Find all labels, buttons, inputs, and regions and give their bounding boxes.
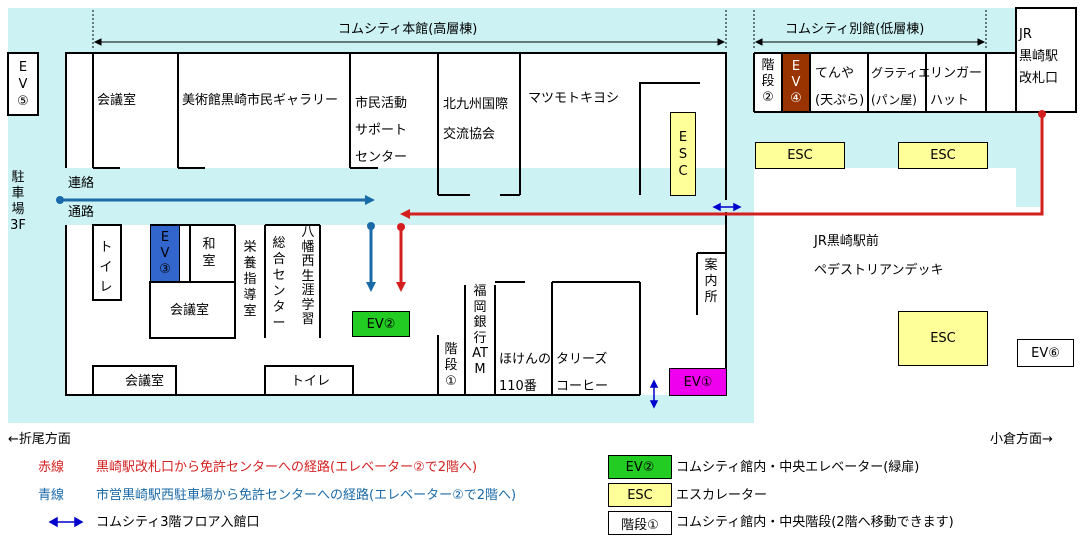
- room-yahata: 八幡西生涯学習: [301, 225, 315, 327]
- room-gratie-line-1: グラティエ: [871, 66, 931, 80]
- room-shimin-line-1: 市民活動: [355, 96, 408, 111]
- legend-stairs-key: 階段①: [608, 511, 672, 535]
- deck-label-2: ペデストリアンデッキ: [814, 263, 944, 278]
- red-route-arrow-2: [396, 282, 406, 292]
- escalator-vertical: ESC: [670, 112, 696, 196]
- escalator-deck: ESC: [898, 311, 988, 366]
- elevator-6: EV⑥: [1017, 339, 1074, 367]
- escalator-annex-1: ESC: [755, 142, 845, 169]
- legend-stairs-text: コムシティ館内・中央階段(2階へ移動できます): [676, 515, 954, 530]
- red-route-line: [410, 114, 1044, 216]
- legend-red-key: 赤線: [38, 460, 65, 475]
- room-toilet-bottom: トイレ: [291, 374, 331, 389]
- entrance-marker: [48, 202, 742, 528]
- jr-gate-label: JR 黒崎駅 改札口: [1019, 24, 1058, 90]
- red-route: [396, 110, 1046, 292]
- blue-route-arrow: [365, 195, 375, 205]
- deck-label-1: JR黒崎駅前: [814, 234, 879, 249]
- jr-gate-line-1: JR: [1019, 27, 1032, 42]
- room-gratie: グラティエ (パン屋): [871, 60, 930, 114]
- legend-ev2-text: コムシティ館内・中央エレベーター(緑扉): [676, 460, 920, 475]
- room-kaigishitsu-mid: 会議室: [170, 303, 210, 318]
- legend-esc-key: ESC: [608, 483, 672, 507]
- building-wall: [7, 7, 1077, 396]
- room-tullys-line-2: コーヒー: [556, 379, 609, 394]
- room-stairs-2: 階段②: [761, 58, 775, 105]
- jr-gate-line-3: 改札口: [1019, 71, 1059, 86]
- room-tenya: てんや (天ぷら): [815, 60, 864, 114]
- building-boundary: [92, 10, 987, 50]
- legend-entrance-text: コムシティ3階フロア入館口: [96, 515, 260, 530]
- room-eiyou: 栄養指導室: [243, 240, 257, 319]
- elevator-2: EV②: [352, 311, 410, 337]
- legend-blue-text: 市営黒崎駅西駐車場から免許センターへの経路(エレベーター②で2階へ): [96, 488, 517, 503]
- main-building-label: コムシティ本館(高層棟): [338, 22, 478, 37]
- room-tullys: タリーズ コーヒー: [556, 346, 608, 400]
- elevator-3-label: EV③: [159, 229, 171, 277]
- room-tenya-line-1: てんや: [815, 66, 855, 81]
- room-kokusai-line-2: 交流協会: [443, 127, 496, 142]
- room-shimin-line-3: センター: [355, 150, 408, 165]
- jr-gate-line-2: 黒崎駅: [1019, 49, 1059, 64]
- legend-red-text: 黒崎駅改札口から免許センターへの経路(エレベーター②で2階へ): [96, 460, 478, 475]
- elevator-4: EV④: [782, 53, 810, 112]
- elevator-1: EV①: [669, 368, 727, 396]
- annex-building-label: コムシティ別館(低層棟): [785, 22, 925, 37]
- elevator-3: EV③: [150, 225, 180, 282]
- room-matsumoto: マツモトキヨシ: [528, 91, 620, 106]
- room-sougou: 総合センター: [272, 236, 286, 331]
- room-gratie-line-2: (パン屋): [871, 93, 917, 107]
- room-hoken: ほけんの 110番: [499, 346, 551, 400]
- room-kokusai: 北九州国際 交流協会: [443, 90, 508, 150]
- room-atm: 福岡銀行ATM: [472, 284, 488, 377]
- room-annai: 案内所: [704, 258, 718, 305]
- room-kaigishitsu-bottom: 会議室: [125, 374, 165, 389]
- escalator-vertical-label: ESC: [678, 129, 688, 179]
- parking-label: 駐車場3F: [10, 170, 26, 233]
- room-gallery: 美術館黒崎市民ギャラリー: [182, 93, 339, 108]
- room-wa: 和室: [202, 237, 216, 269]
- legend-blue-key: 青線: [38, 488, 65, 503]
- renraku-label-1: 連絡: [68, 176, 95, 191]
- room-toilet-left: トイレ: [99, 240, 113, 295]
- direction-left: ←折尾方面: [8, 432, 71, 447]
- elevator-4-label: EV④: [790, 58, 802, 106]
- room-ringer: リンガー ハット: [930, 60, 982, 114]
- room-shimin: 市民活動 サポート センター: [355, 90, 407, 171]
- elevator-5: EV⑤: [17, 60, 29, 109]
- room-ringer-line-2: ハット: [930, 93, 970, 108]
- room-hoken-line-1: ほけんの: [499, 352, 552, 367]
- width-arrow: [93, 38, 986, 46]
- room-ringer-line-1: リンガー: [930, 66, 983, 81]
- direction-right: 小倉方面→: [990, 432, 1053, 447]
- escalator-annex-2: ESC: [898, 142, 988, 169]
- room-tullys-line-1: タリーズ: [556, 352, 608, 367]
- red-route-arrow: [400, 209, 410, 219]
- blue-route-arrow-2: [366, 282, 376, 292]
- renraku-label-2: 通路: [68, 205, 95, 220]
- legend-ev2-key: EV②: [608, 455, 672, 479]
- room-shimin-line-2: サポート: [355, 123, 408, 138]
- room-stairs-1: 階段①: [444, 342, 458, 389]
- legend-esc-text: エスカレーター: [676, 488, 768, 503]
- room-hoken-line-2: 110番: [499, 379, 537, 394]
- blue-route: [56, 195, 376, 292]
- room-tenya-line-2: (天ぷら): [815, 93, 865, 108]
- room-kokusai-line-1: 北九州国際: [443, 97, 509, 112]
- room-kaigishitsu-top: 会議室: [97, 93, 137, 108]
